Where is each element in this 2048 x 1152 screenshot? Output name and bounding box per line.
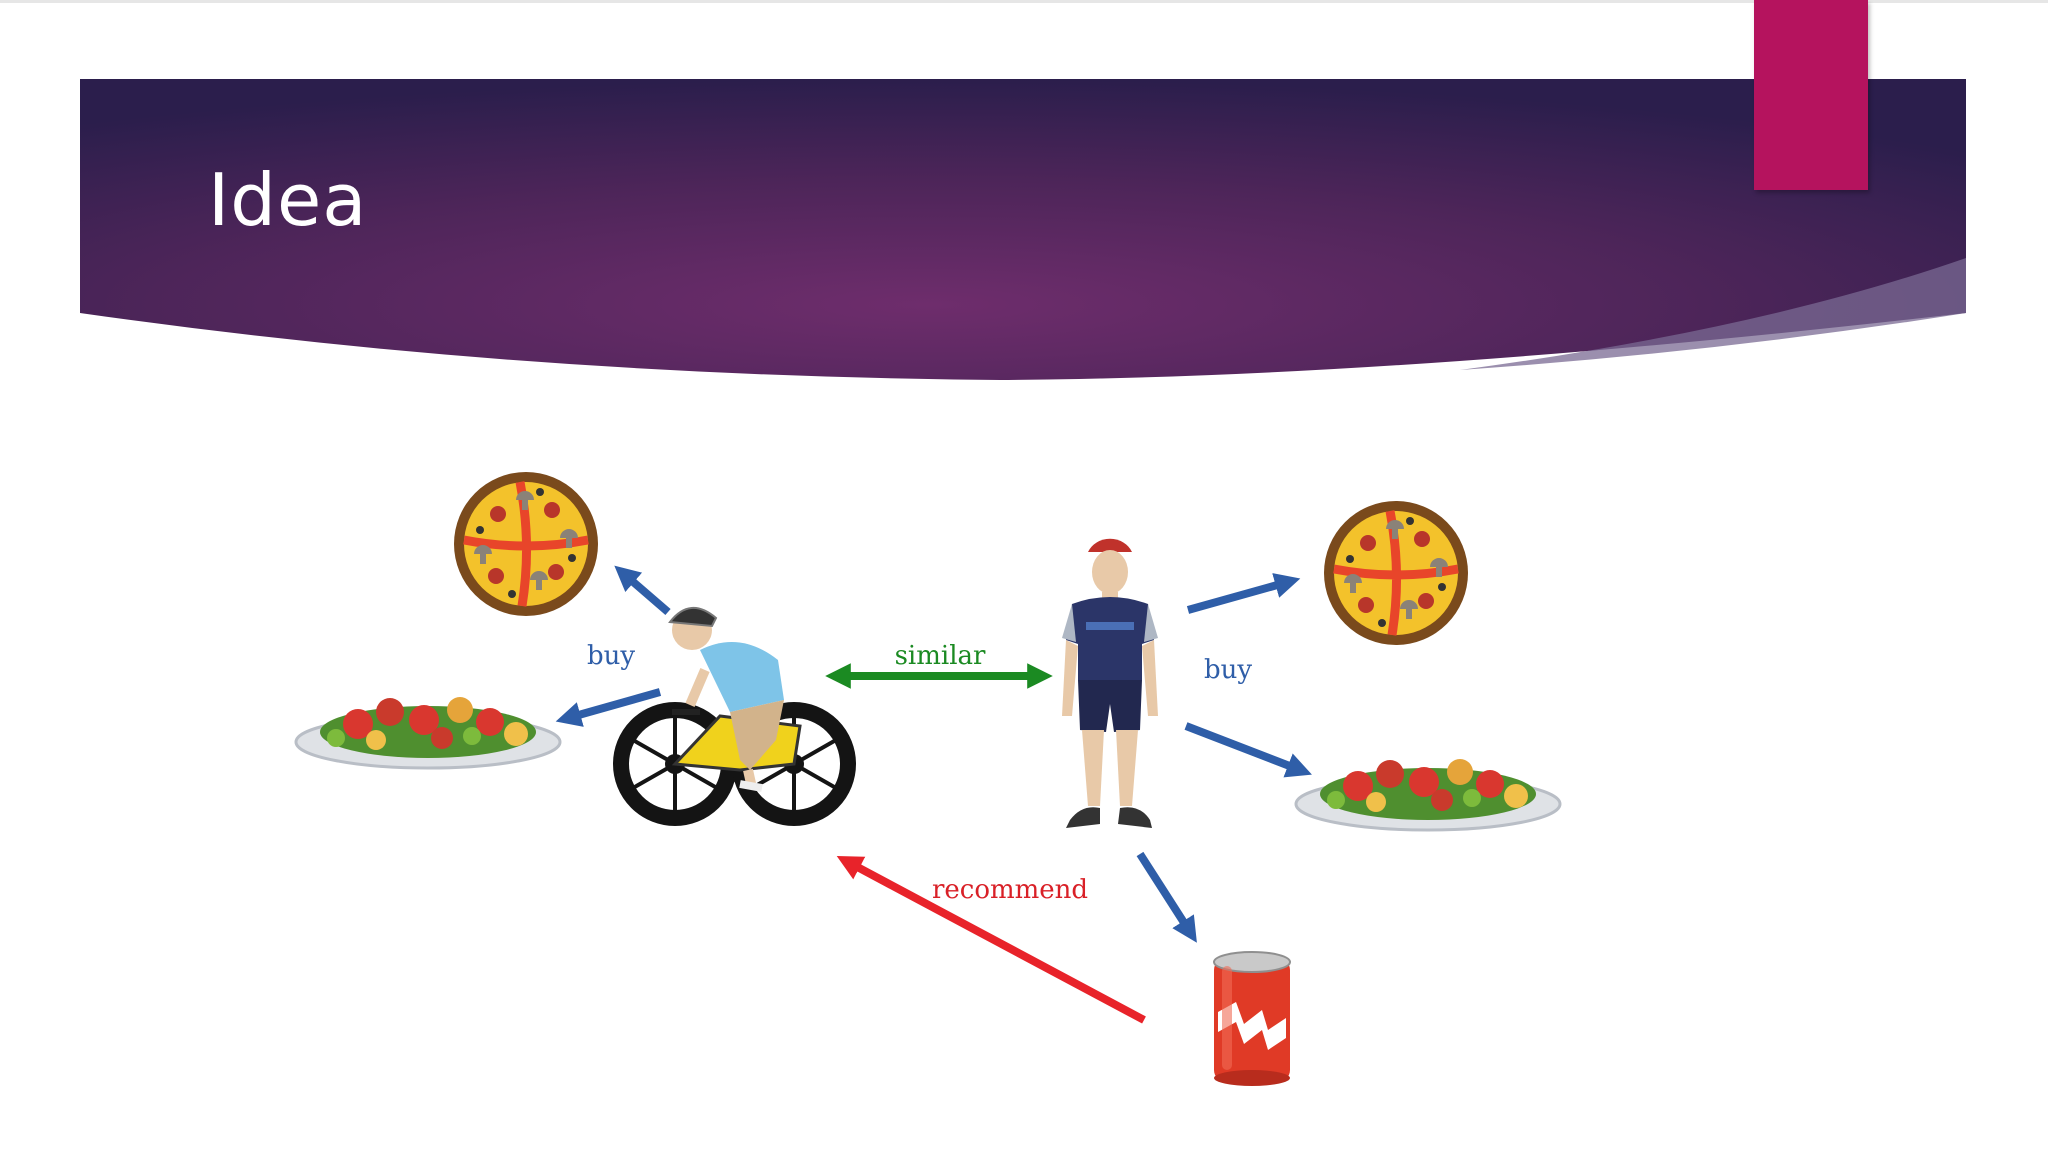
salad-icon-left bbox=[294, 695, 562, 770]
buy-label-right: buy bbox=[1204, 655, 1252, 685]
pizza-icon-left bbox=[454, 472, 598, 616]
pizza-icon-right bbox=[1324, 501, 1468, 645]
recommend-arrow bbox=[836, 855, 1146, 1024]
recommend-label: recommend bbox=[932, 875, 1088, 905]
buy-arrow-to-pizza-left bbox=[614, 565, 671, 616]
similar-label: similar bbox=[895, 641, 986, 671]
slide-top-border bbox=[0, 0, 2048, 3]
buy-arrow-to-salad-left bbox=[555, 688, 662, 727]
standing-cyclist-icon bbox=[1062, 538, 1158, 828]
buy-arrow-to-pizza-right bbox=[1186, 573, 1301, 614]
soda-can-icon bbox=[1213, 951, 1291, 1086]
slide-title: Idea bbox=[208, 158, 368, 242]
cyclist-icon bbox=[613, 607, 856, 826]
buy-arrow-to-salad-right bbox=[1184, 722, 1312, 778]
buy-arrow-to-soda bbox=[1136, 851, 1197, 943]
accent-tab bbox=[1754, 0, 1868, 190]
buy-label-left: buy bbox=[587, 641, 635, 671]
salad-icon-right bbox=[1294, 757, 1562, 832]
header-band bbox=[80, 79, 1966, 380]
